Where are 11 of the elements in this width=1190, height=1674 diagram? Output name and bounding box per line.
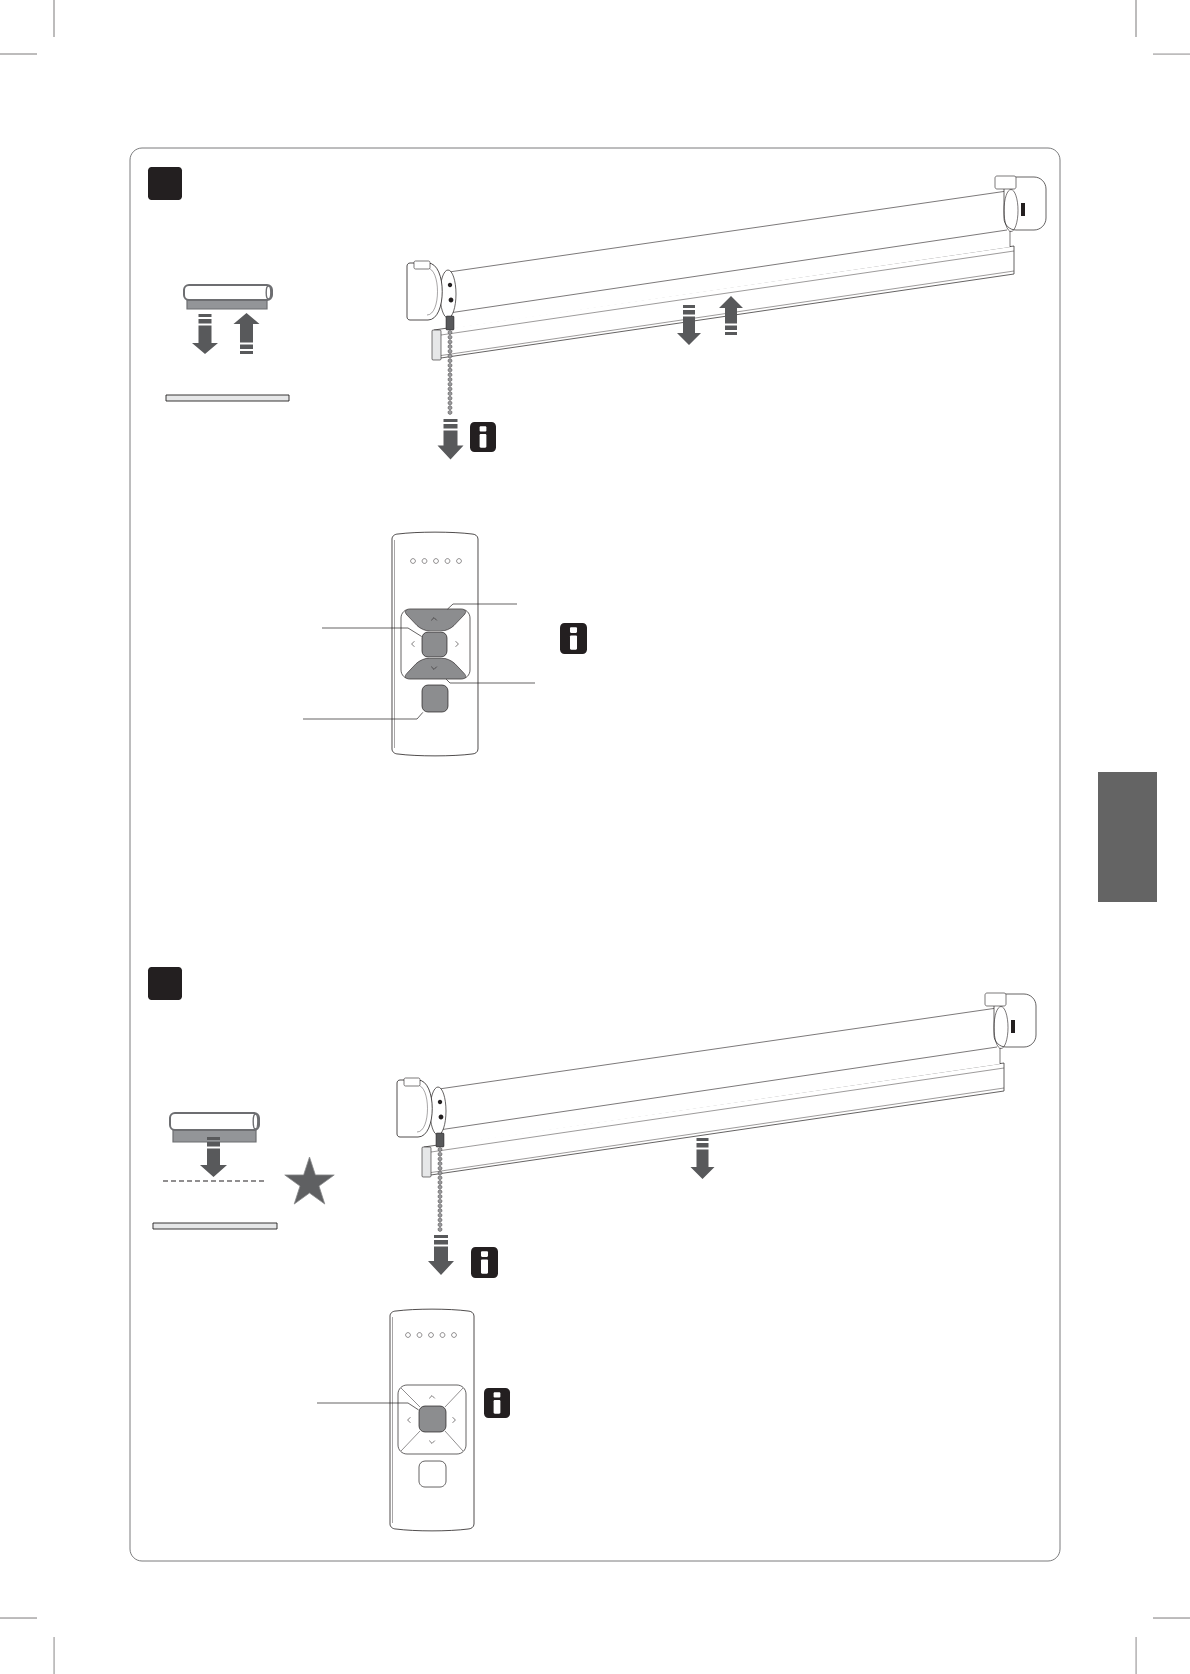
side-tab	[1098, 772, 1157, 902]
leader-line	[316, 1402, 419, 1411]
remote-button	[421, 631, 448, 658]
leader-line	[321, 627, 422, 637]
direction-button	[405, 609, 466, 632]
leader-line	[447, 603, 518, 610]
remote-button	[418, 1405, 447, 1433]
direction-button	[405, 658, 466, 679]
remote-button	[421, 684, 449, 713]
leader-line	[302, 712, 424, 720]
leader-line	[445, 678, 536, 684]
